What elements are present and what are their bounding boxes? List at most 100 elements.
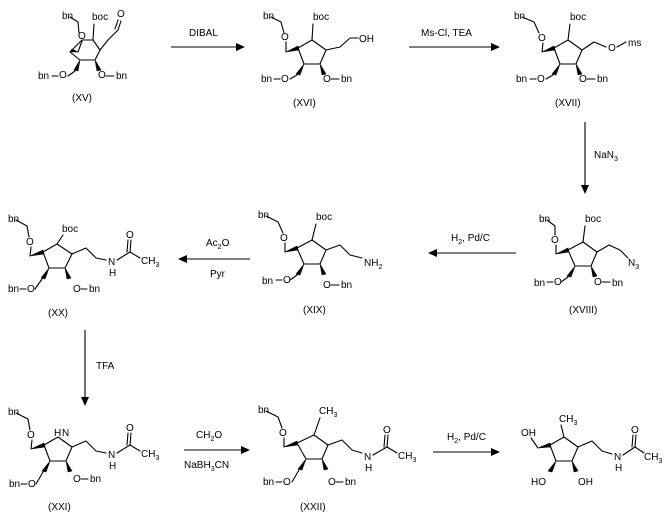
reagent-r4-h: H — [451, 233, 458, 244]
xix-o4: O — [283, 275, 291, 286]
xxi-bn4: bn — [9, 479, 20, 490]
reagent-r8-sub: 2 — [454, 438, 458, 445]
xxii-wedge-c4 — [297, 458, 307, 471]
xvi-o3: O — [323, 74, 331, 85]
xxi-ch3-sub: 3 — [155, 455, 159, 462]
final-wedge-c4 — [547, 460, 557, 473]
arrow-3: NaN3 — [581, 122, 618, 194]
xv-n-boc-bond — [92, 23, 95, 41]
reagent-r7-bottom-sub: 3 — [211, 466, 215, 473]
reagent-r4: H2, Pd/C — [451, 233, 490, 246]
xx-ring — [42, 243, 73, 269]
xvii-wedge-c3 — [575, 63, 583, 76]
xix-ring — [296, 239, 327, 265]
xvii-o3: O — [579, 74, 587, 85]
xviii-ch2o-o: O — [551, 235, 559, 246]
xxi-ch2o-o: O — [27, 430, 35, 441]
xx-ch2-bond — [29, 246, 32, 257]
xvii-ch2oms-bond — [581, 41, 607, 51]
xxi-ch3-main: CH — [141, 449, 155, 460]
compound-final: OH CH3 N H O CH3 HO OH — [521, 414, 662, 488]
xix-wedge-c3 — [319, 263, 327, 276]
xx-wedge-c3 — [64, 267, 72, 280]
final-ch3: CH3 — [644, 452, 662, 465]
arrow-2: Ms-Cl, TEA — [409, 28, 500, 51]
xxii-ch2o-o: O — [279, 428, 287, 439]
xix-bn-o-bond — [265, 215, 284, 234]
xx-n-co-bond — [116, 251, 131, 261]
compound-xxi: bn O N H N H O CH3 O bn O bn (XXI) — [8, 407, 159, 513]
xxii-n-sub-sub: 3 — [333, 412, 337, 419]
xviii-bn3: bn — [612, 278, 623, 289]
xxi-bn-o-bond — [15, 412, 31, 431]
arrow-5-head — [178, 255, 187, 263]
xviii-bn-o-bond — [546, 219, 556, 236]
xxii-ch2o-bn: bn — [258, 405, 269, 416]
xvii-wedge-c5 — [541, 45, 556, 53]
compound-xv: bn boc O O O bn O bn (XV) — [38, 9, 127, 104]
xxii-n-ch3-bond — [313, 417, 321, 436]
xv-bn-o-bond — [69, 16, 80, 34]
final-co-double — [631, 434, 637, 448]
final-nh-n: N — [614, 452, 621, 463]
xxi-c-ch3-bond — [129, 444, 141, 452]
xxii-n-sub-main: CH — [319, 406, 333, 417]
reagent-r5-top: Ac2O — [206, 238, 230, 251]
final-oh-top: OH — [521, 428, 536, 439]
xxii-c-ch3-bond — [386, 446, 398, 454]
xx-ch2nh-bond — [71, 247, 107, 261]
arrow-3-head — [581, 185, 589, 194]
xvi-bn-o-bond — [270, 16, 285, 34]
xx-nh-n: N — [108, 257, 115, 268]
xx-n-sub: boc — [62, 224, 78, 235]
reagent-r7-top-main: CH — [196, 430, 210, 441]
xxi-co-double — [126, 432, 132, 446]
xxi-nh-n: N — [108, 450, 115, 461]
final-nh-h: H — [615, 463, 622, 474]
xviii-n-sub: boc — [585, 214, 601, 225]
xvii-o4: O — [537, 74, 545, 85]
xviii-o4: O — [554, 277, 562, 288]
xix-wedge-c5 — [284, 245, 299, 253]
xvii-ring — [553, 39, 583, 65]
final-ch2nh-bond — [577, 440, 613, 455]
xxii-o3: O — [328, 477, 336, 488]
xx-o4-bonds — [19, 278, 43, 290]
reagent-r8-h: H — [447, 432, 454, 443]
xvi-n-boc-bond — [311, 23, 314, 41]
xv-wedge-c3 — [94, 59, 102, 72]
xviii-ch2n3-bond — [596, 244, 629, 259]
compound-xvii: bn boc O O ms O bn O bn (XVII) — [514, 11, 641, 109]
xix-wedge-c4 — [295, 263, 305, 276]
xxi-o3: O — [73, 474, 81, 485]
xvi-ring — [297, 39, 327, 65]
reagent-r2: Ms-Cl, TEA — [421, 28, 472, 39]
reagent-r5-bottom: Pyr — [210, 269, 226, 280]
xxii-co-double — [383, 434, 389, 448]
final-ch3-main: CH — [644, 452, 658, 463]
xxii-wedge-c3 — [321, 458, 329, 471]
xxii-o4-bonds — [275, 469, 300, 483]
xxii-nh-n: N — [364, 452, 371, 463]
xvii-label: (XVII) — [555, 98, 581, 109]
xx-bn-o-bond — [15, 219, 30, 238]
xx-bn3: bn — [89, 284, 100, 295]
final-n-sub: CH3 — [559, 414, 577, 427]
xv-o4-bonds — [51, 70, 76, 77]
xxi-bn3: bn — [90, 474, 101, 485]
reagent-r8: H2, Pd/C — [447, 432, 486, 445]
xvii-oms-bond — [616, 41, 627, 48]
xviii-n3-main: N — [628, 258, 635, 269]
arrow-6: TFA — [81, 330, 115, 406]
xvi-bn4: bn — [261, 74, 272, 85]
reagent-r3: NaN3 — [594, 150, 618, 163]
xxi-o4-bonds — [20, 471, 44, 485]
xx-nh-h: H — [109, 268, 116, 279]
arrow-6-head — [81, 397, 89, 406]
xx-ch2o-bn: bn — [8, 214, 19, 225]
arrow-4-head — [428, 249, 437, 257]
xvii-bn-o-bond — [521, 16, 540, 34]
final-ring — [549, 436, 579, 462]
final-n-sub-main: CH — [559, 414, 573, 425]
xxii-o-c: O — [383, 425, 391, 436]
